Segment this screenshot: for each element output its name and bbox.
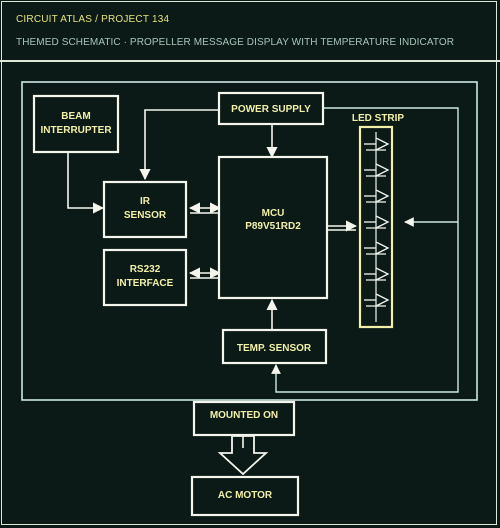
rs232-label-2: INTERFACE bbox=[117, 278, 174, 289]
block-rs232-interface: RS232 INTERFACE bbox=[102, 248, 188, 307]
block-ac-motor: AC MOTOR bbox=[190, 475, 300, 517]
ir-label-2: SENSOR bbox=[124, 210, 167, 221]
power-label: POWER SUPPLY bbox=[231, 104, 311, 115]
led-diode-icon bbox=[364, 293, 390, 307]
led-strip bbox=[358, 125, 394, 329]
led-diode-icon bbox=[364, 241, 390, 255]
block-temp-sensor: TEMP. SENSOR bbox=[221, 328, 328, 365]
beam-label-2: INTERRUPTER bbox=[40, 125, 112, 136]
enclosure-outline bbox=[21, 81, 478, 401]
block-ir-sensor: IR SENSOR bbox=[102, 180, 188, 239]
page-title: CIRCUIT ATLAS / PROJECT 134 bbox=[16, 14, 170, 25]
beam-label-1: BEAM bbox=[61, 111, 90, 122]
arrow-mounted-to-motor bbox=[217, 435, 269, 476]
page-subtitle: THEMED SCHEMATIC · PROPELLER MESSAGE DIS… bbox=[16, 37, 455, 48]
led-strip-label: LED STRIP bbox=[352, 113, 405, 124]
led-diode-icon bbox=[364, 137, 390, 151]
mounted-label: MOUNTED ON bbox=[210, 410, 278, 421]
wire-mcu-to-temp-return bbox=[271, 222, 459, 393]
motor-label: AC MOTOR bbox=[218, 490, 273, 501]
block-mounted-on: MOUNTED ON bbox=[192, 400, 296, 437]
led-diode-icon bbox=[364, 163, 390, 177]
temp-label: TEMP. SENSOR bbox=[237, 343, 312, 354]
wire-power-to-ir bbox=[139, 109, 218, 181]
led-diode-icon bbox=[364, 215, 390, 229]
wire-power-to-led bbox=[324, 107, 459, 227]
rs232-label-1: RS232 bbox=[130, 264, 161, 275]
header-divider bbox=[0, 60, 500, 62]
ir-label-1: IR bbox=[140, 196, 151, 207]
mcu-label-1: MCU bbox=[262, 208, 285, 219]
led-diode-icon bbox=[364, 267, 390, 281]
block-mcu: MCU P89V51RD2 bbox=[217, 155, 329, 300]
wire-beam-to-ir bbox=[67, 150, 105, 214]
led-diode-icon bbox=[364, 189, 390, 203]
mcu-label-2: P89V51RD2 bbox=[245, 221, 301, 232]
block-power-supply: POWER SUPPLY bbox=[217, 91, 325, 126]
block-beam-interrupter: BEAM INTERRUPTER bbox=[32, 94, 120, 154]
